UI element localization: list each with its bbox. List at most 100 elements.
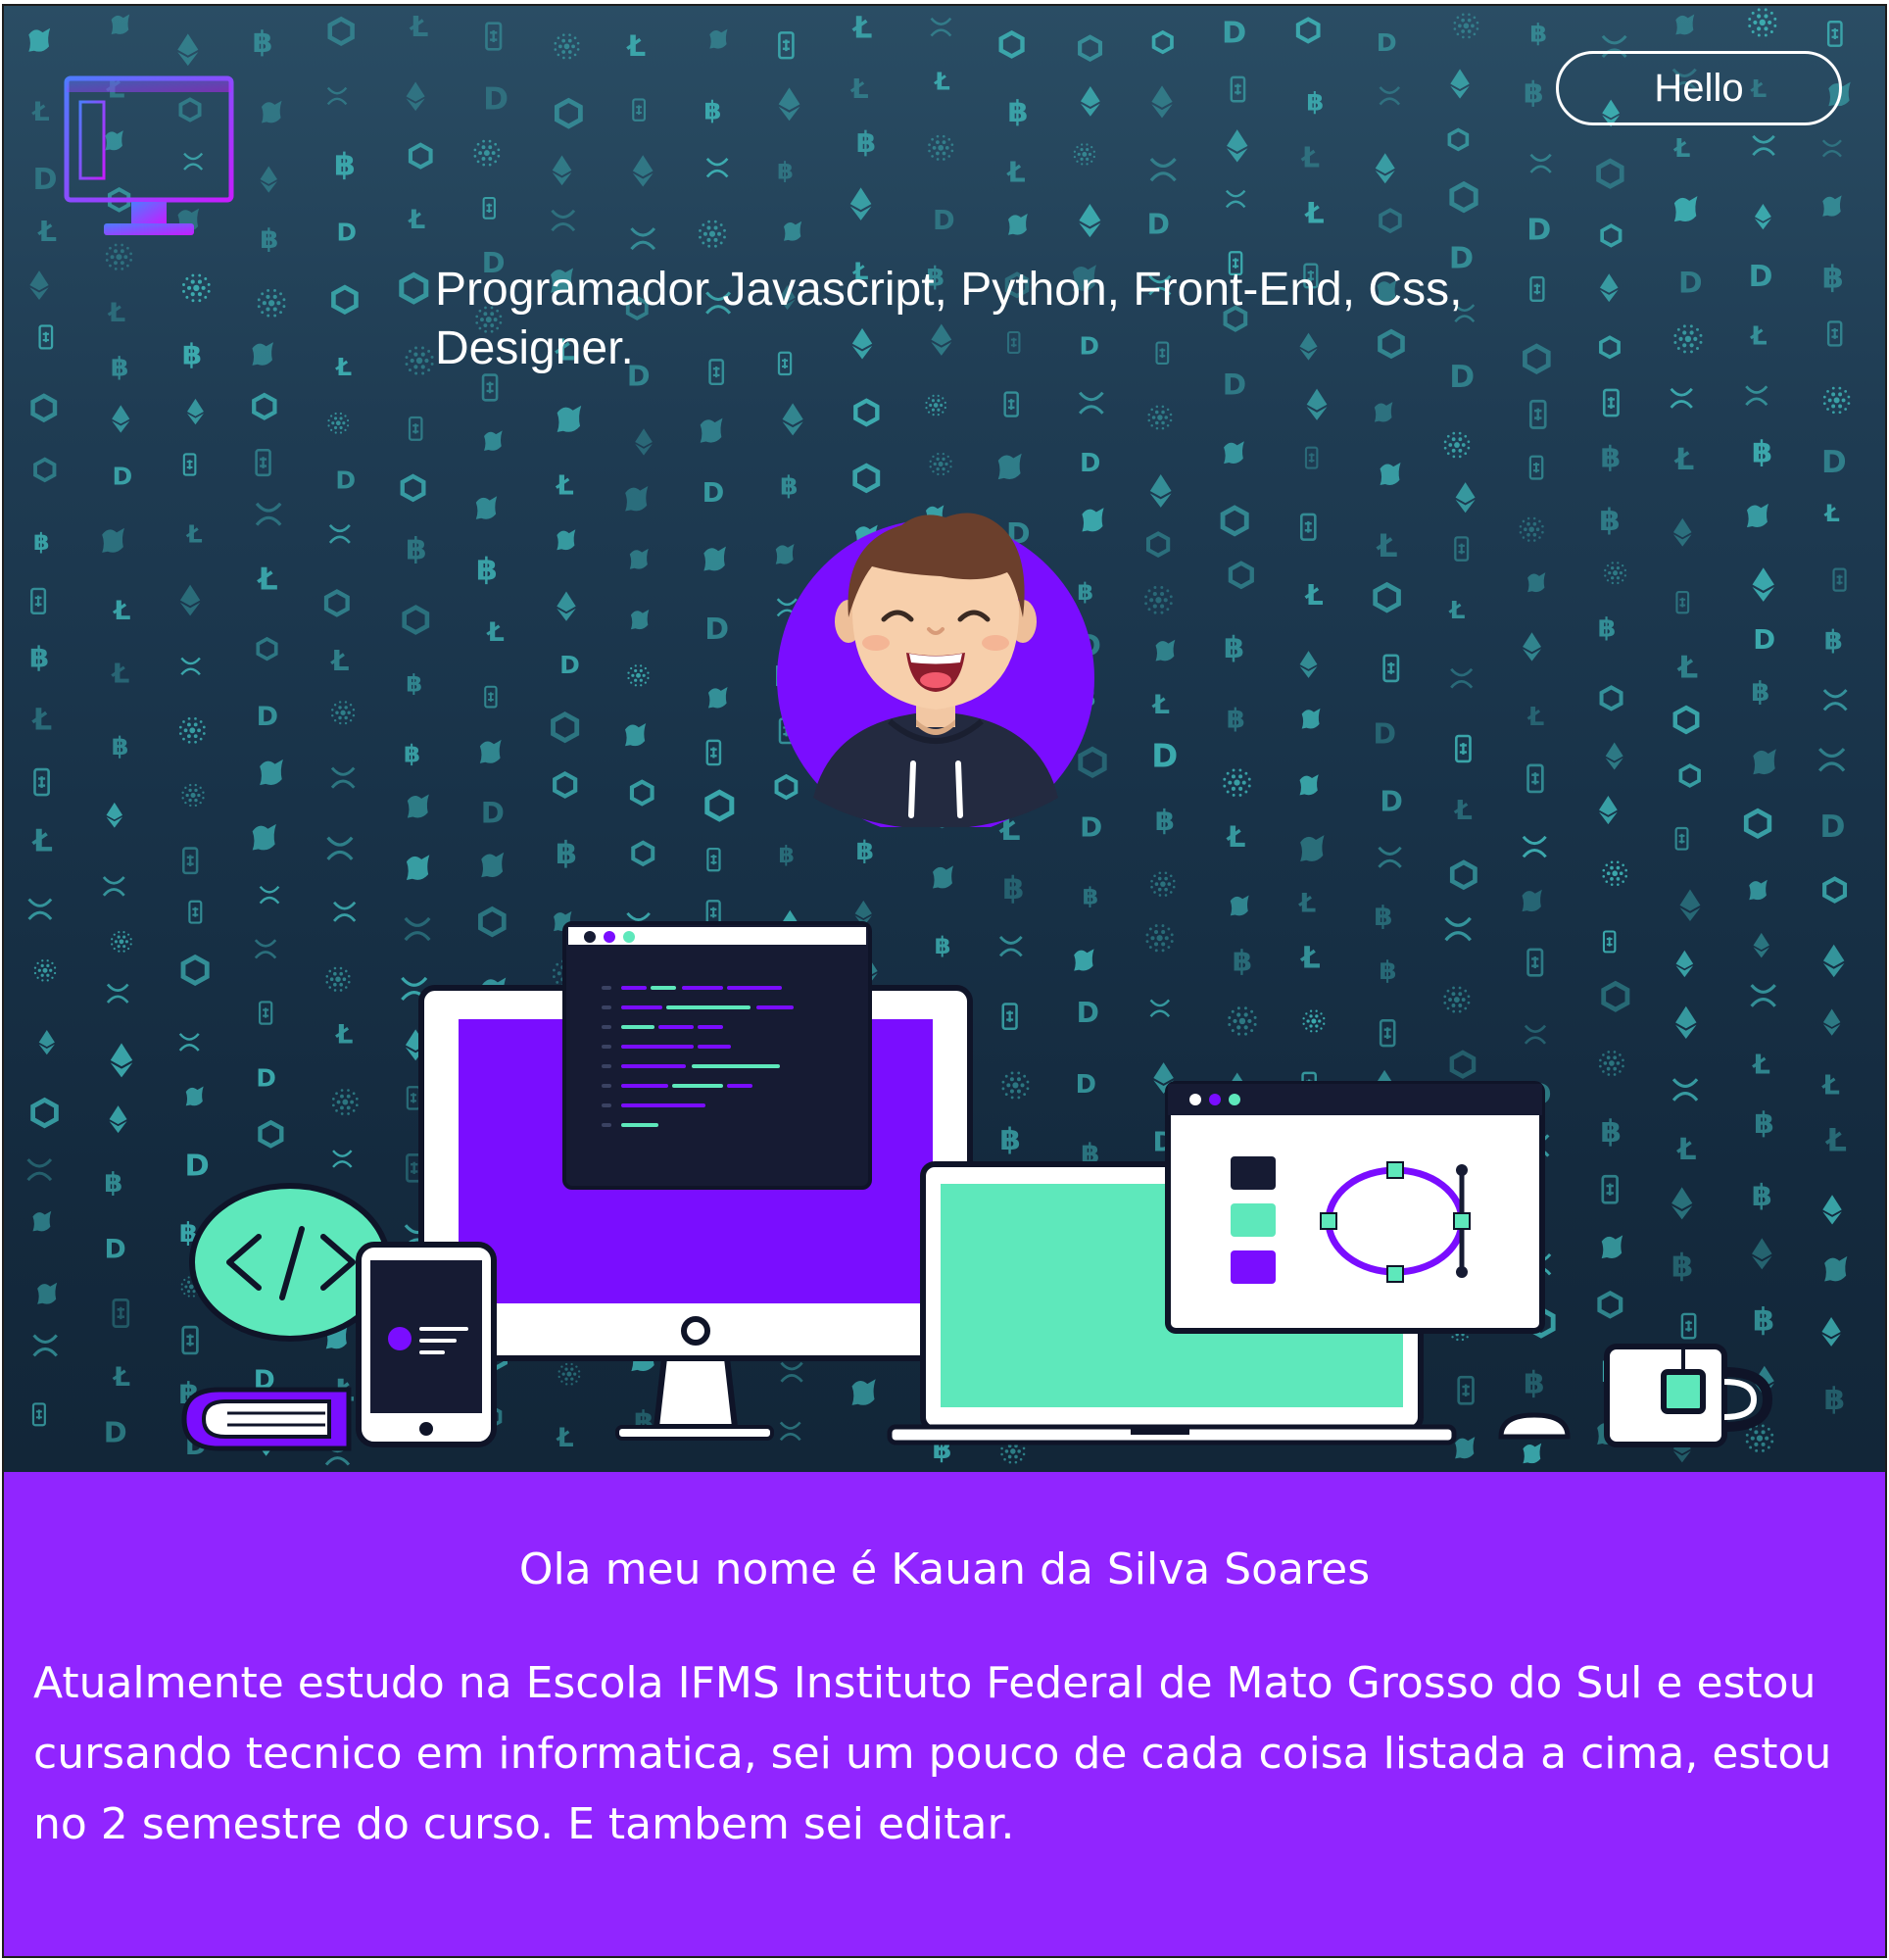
xrp-icon <box>1450 667 1474 689</box>
cardano-icon <box>925 394 946 416</box>
chainlink-icon <box>625 295 649 321</box>
monitor-code-icon[interactable] <box>61 73 237 245</box>
chainlink-icon <box>30 393 58 423</box>
ethereum-icon <box>854 900 872 927</box>
chainlink-icon <box>1449 180 1478 214</box>
litecoin-icon: Ł <box>1673 443 1694 477</box>
svg-text:฿: ฿ <box>182 337 202 370</box>
svg-text:D: D <box>1151 737 1178 774</box>
chainlink-icon <box>1228 561 1254 590</box>
chainlink-icon <box>1822 876 1848 904</box>
uniswap-icon <box>1601 1235 1623 1259</box>
svg-text:Ł: Ł <box>849 74 869 105</box>
tether-icon <box>481 373 499 402</box>
svg-text:D: D <box>702 478 725 509</box>
uniswap-icon <box>1455 1437 1476 1459</box>
xrp-icon <box>1817 748 1846 772</box>
chainlink-icon <box>1379 208 1402 234</box>
dogecoin-icon: D <box>32 163 57 197</box>
ethereum-icon <box>1079 203 1101 238</box>
tether-icon <box>30 587 47 615</box>
bitcoin-icon: ฿ <box>1227 704 1245 735</box>
dogecoin-icon: D <box>627 360 651 393</box>
chainlink-icon <box>408 142 433 170</box>
svg-text:Ł: Ł <box>407 206 425 235</box>
uniswap-icon <box>102 527 124 553</box>
litecoin-icon: Ł <box>31 704 53 738</box>
tether-icon <box>188 900 203 924</box>
svg-text:฿: ฿ <box>856 125 876 159</box>
ethereum-icon <box>1822 944 1845 978</box>
chainlink-icon <box>704 789 735 822</box>
svg-text:Ł: Ł <box>256 562 277 597</box>
uniswap-icon <box>1377 279 1397 302</box>
svg-text:฿: ฿ <box>476 553 498 588</box>
litecoin-icon: Ł <box>1749 321 1768 351</box>
cardano-icon <box>181 783 205 808</box>
ethereum-icon <box>778 87 800 122</box>
chainlink-icon <box>399 271 429 305</box>
chainlink-icon <box>180 954 210 987</box>
uniswap-icon <box>1522 889 1542 912</box>
litecoin-icon: Ł <box>1526 703 1545 732</box>
dogecoin-icon: D <box>1223 368 1246 402</box>
bitcoin-icon: ฿ <box>1524 1366 1545 1401</box>
uniswap-icon <box>1527 572 1546 593</box>
uniswap-icon <box>1301 708 1321 729</box>
uniswap-icon <box>1155 639 1176 662</box>
uniswap-icon <box>475 496 498 519</box>
uniswap-icon <box>1753 749 1776 775</box>
cardano-icon <box>1228 1006 1257 1036</box>
svg-text:฿: ฿ <box>779 841 795 868</box>
tether-icon <box>31 1402 46 1427</box>
chainlink-icon <box>30 1097 59 1129</box>
tether-icon <box>1455 734 1472 763</box>
tether-icon <box>1379 1019 1396 1048</box>
litecoin-icon: Ł <box>329 645 349 677</box>
xrp-icon <box>178 1033 200 1052</box>
dogecoin-icon: D <box>1077 997 1099 1029</box>
uniswap-icon <box>481 852 505 878</box>
svg-text:D: D <box>336 219 357 247</box>
svg-text:Ł: Ł <box>36 215 57 248</box>
ethereum-icon <box>782 403 803 436</box>
svg-text:Ł: Ł <box>409 10 428 43</box>
svg-text:฿: ฿ <box>1529 19 1547 48</box>
xrp-icon <box>332 901 357 922</box>
chainlink-icon <box>1078 746 1107 778</box>
bitcoin-icon: ฿ <box>1822 260 1844 295</box>
xrp-icon <box>1522 835 1547 858</box>
dogecoin-icon: D <box>1373 717 1396 750</box>
chainlink-icon <box>178 97 202 122</box>
ethereum-icon <box>1299 332 1318 361</box>
svg-text:฿: ฿ <box>29 641 49 674</box>
bitcoin-icon: ฿ <box>1598 612 1617 643</box>
xrp-icon <box>254 939 277 959</box>
xrp-icon <box>1822 689 1848 711</box>
svg-text:฿: ฿ <box>1224 631 1244 665</box>
chainlink-icon <box>331 284 359 316</box>
litecoin-icon: Ł <box>334 353 352 381</box>
svg-text:D: D <box>1678 266 1703 300</box>
bitcoin-icon: ฿ <box>777 158 794 185</box>
hello-button[interactable]: Hello <box>1556 51 1842 125</box>
uniswap-icon <box>1673 196 1698 222</box>
uniswap-icon <box>997 453 1022 480</box>
chainlink-icon <box>1373 581 1401 613</box>
svg-text:Ł: Ł <box>851 258 869 285</box>
chainlink-icon <box>774 773 799 801</box>
tether-icon <box>1602 930 1617 954</box>
svg-text:Ł: Ł <box>185 520 203 549</box>
svg-text:฿: ฿ <box>260 224 278 255</box>
ethereum-icon <box>1299 651 1318 678</box>
svg-text:D: D <box>482 246 506 279</box>
ethereum-icon <box>1375 153 1395 184</box>
dogecoin-icon: D <box>104 1235 125 1265</box>
ethereum-icon <box>38 1030 55 1055</box>
svg-text:Ł: Ł <box>1672 134 1690 164</box>
tether-icon <box>1526 948 1544 977</box>
uniswap-icon <box>775 544 795 564</box>
litecoin-icon: Ł <box>1751 1049 1770 1080</box>
svg-text:D: D <box>1380 785 1403 817</box>
bitcoin-icon: ฿ <box>1751 676 1769 708</box>
